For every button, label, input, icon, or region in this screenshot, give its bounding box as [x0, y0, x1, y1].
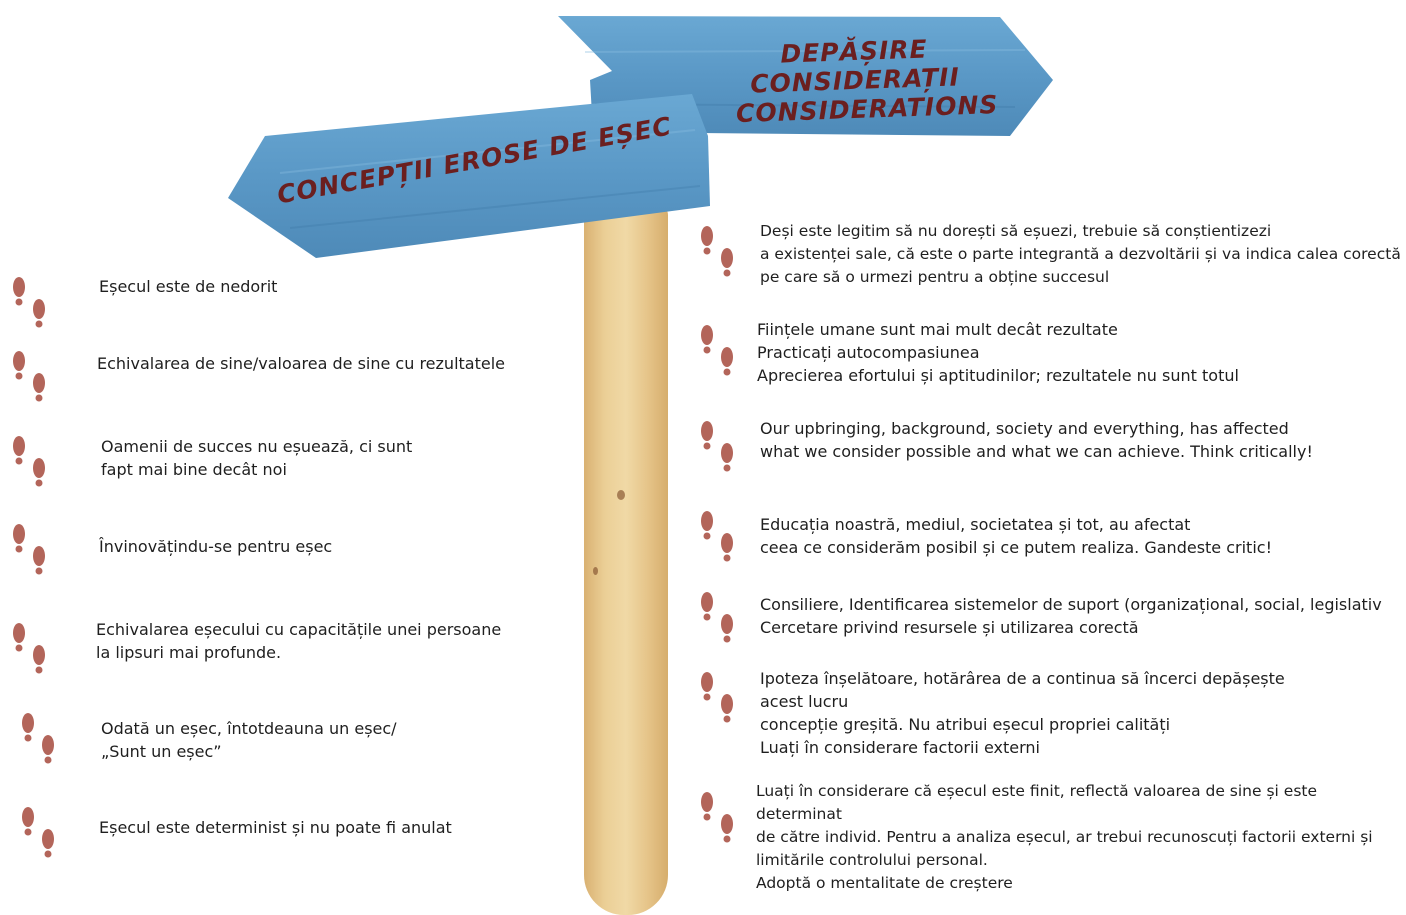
misconception-item: Eșecul este de nedorit [99, 277, 278, 296]
misconception-item: Echivalarea eșecului cu capacitățile une… [96, 620, 502, 662]
footprints-icon [701, 325, 733, 376]
wood-knot [617, 490, 625, 500]
footprints-icon [13, 277, 45, 328]
footprints-icon [13, 351, 45, 402]
wood-knot [593, 567, 598, 575]
misconception-item: Echivalarea de sine/valoarea de sine cu … [97, 354, 505, 373]
misconception-item: Eșecul este determinist și nu poate fi a… [99, 818, 452, 837]
footprints-icon [701, 672, 733, 723]
footprints-icon [22, 807, 54, 858]
overcoming-item: Ființele umane sunt mai mult decât rezul… [757, 320, 1239, 385]
footprints-icon [22, 713, 54, 764]
overcoming-item: Ipoteza înșelătoare, hotărârea de a cont… [760, 669, 1285, 757]
misconception-item: Odată un eșec, întotdeauna un eșec/ „Sun… [101, 719, 397, 761]
footprints-icon [701, 226, 733, 277]
overcoming-sign-title: DEPĂȘIRE CONSIDERAȚII CONSIDERATIONS [735, 34, 999, 129]
footprints-icon [13, 623, 45, 674]
footprints-icon [701, 592, 733, 643]
misconception-item: Oamenii de succes nu eșuează, ci sunt fa… [101, 437, 413, 479]
footprints-icon [13, 524, 45, 575]
signpost-pole [584, 205, 668, 915]
misconception-item: Învinovățindu-se pentru eșec [99, 537, 333, 556]
overcoming-item: Educația noastră, mediul, societatea și … [760, 515, 1272, 557]
overcoming-item: Luați în considerare că eșecul este fini… [756, 782, 1373, 892]
footprints-icon [13, 436, 45, 487]
overcoming-item: Consiliere, Identificarea sistemelor de … [760, 595, 1382, 637]
footprints-icon [701, 511, 733, 562]
footprints-icon [701, 792, 733, 843]
overcoming-item: Our upbringing, background, society and … [760, 419, 1313, 461]
overcoming-item: Deși este legitim să nu dorești să eșuez… [760, 222, 1401, 286]
footprints-icon [701, 421, 733, 472]
misconceptions-sign [228, 94, 710, 258]
